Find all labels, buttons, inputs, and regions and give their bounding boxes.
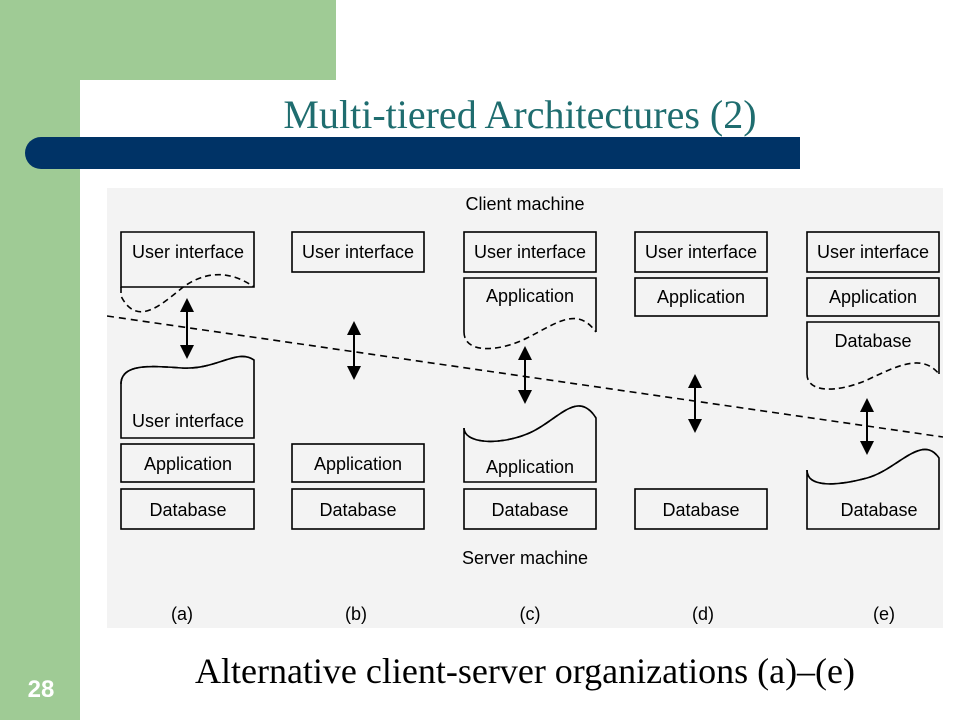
tier-box [120,443,255,483]
green-sidebar [0,0,80,720]
tier-label: User interface [474,242,586,262]
diagram-background [107,188,943,628]
split-wave-top [806,362,940,390]
tier-box [463,231,597,273]
tier-label: User interface [132,242,244,262]
column-label: (d) [692,604,714,624]
split-wave-top [120,273,255,313]
column-label: (e) [873,604,895,624]
page-number: 28 [27,676,55,703]
tier-label: Database [491,500,568,520]
client-machine-label: Client machine [465,194,584,214]
title-underline-bar [25,137,800,169]
tier-label: Application [314,454,402,474]
arrow-head-down [688,419,702,433]
tier-label: Application [144,454,232,474]
tier-box [634,488,768,530]
tier-label: Database [834,331,911,351]
tier-label: Database [319,500,396,520]
column-b: User interface Application Database (b) [291,231,425,624]
column-label: (c) [520,604,541,624]
tier-box [463,488,597,530]
tier-box [291,231,425,273]
tier-label: Application [829,287,917,307]
column-label: (a) [171,604,193,624]
arrow-head-up [860,398,874,412]
split-db-top-box [806,321,940,374]
tier-label: User interface [817,242,929,262]
arrow-head-down [518,390,532,404]
column-d: User interface Application Database (d) [634,231,768,624]
tier-box [806,231,940,273]
server-machine-label: Server machine [462,548,588,568]
column-label: (b) [345,604,367,624]
green-top-block [80,0,336,80]
tier-label: User interface [132,411,244,431]
tier-label: Application [657,287,745,307]
tier-label: Database [840,500,917,520]
arrow-head-down [347,366,361,380]
split-wave-bottom [463,405,597,443]
tier-box [291,488,425,530]
arrow-head-up [518,346,532,360]
split-wave-top [463,317,597,350]
tier-box [291,443,425,483]
slide-title: Multi-tiered Architectures (2) [283,92,757,137]
tier-label: Database [662,500,739,520]
split-wave-bottom [806,448,940,485]
tier-label: Application [486,286,574,306]
tier-label: User interface [302,242,414,262]
split-app-top-box [463,277,597,332]
arrow-head-down [860,441,874,455]
tier-label: Application [486,457,574,477]
tier-box [634,231,768,273]
column-a: User interface User interface Applicatio… [120,231,255,624]
architecture-diagram: Client machine Server machine User inter… [107,188,943,628]
split-wave-bottom [120,355,255,385]
arrow-head-up [180,298,194,312]
tier-box [120,488,255,530]
tier-label: User interface [645,242,757,262]
arrow-head-down [180,345,194,359]
column-e: User interface Application Database Data… [806,231,940,624]
split-ui-top-box [120,231,255,288]
slide-caption: Alternative client-server organizations … [194,651,856,691]
tier-box [634,277,768,317]
tier-label: Database [149,500,226,520]
tier-box [806,277,940,317]
arrow-head-up [688,374,702,388]
column-c: User interface Application Application D… [463,231,597,624]
arrow-head-up [347,321,361,335]
